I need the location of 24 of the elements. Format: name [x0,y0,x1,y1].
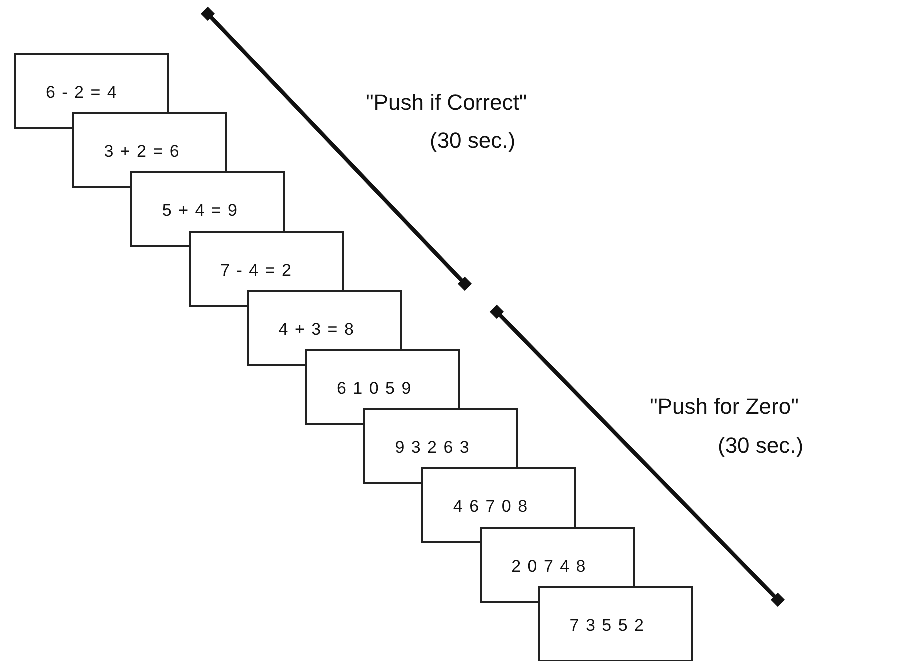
stimulus-card [72,112,228,172]
phase-label: (30 sec.) [718,433,804,459]
stimulus-text: 7 3 5 5 2 [570,616,645,636]
stimulus-card [363,408,518,468]
stimulus-text: 2 0 7 4 8 [512,556,587,577]
phase-label: "Push for Zero" [650,394,799,420]
stimulus-text: 7 - 4 = 2 [220,260,292,281]
phase-label: (30 sec.) [430,128,516,154]
stimulus-text: 5 + 4 = 9 [162,201,239,222]
stimulus-text: 6 - 2 = 4 [46,83,118,103]
stimulus-text: 9 3 2 6 3 [395,438,470,458]
stimulus-card [305,349,460,408]
phase-label: "Push if Correct" [366,90,528,116]
stimulus-text: 6 1 0 5 9 [337,379,412,399]
stimulus-card [130,171,286,231]
stimulus-card [538,586,693,661]
stimulus-text: 4 + 3 = 8 [278,320,355,340]
stimulus-card [421,467,576,527]
stimulus-text: 4 6 7 0 8 [453,497,529,518]
stimulus-text: 3 + 2 = 6 [104,142,180,162]
stimulus-card [480,526,635,586]
stimulus-card [246,290,402,349]
stimulus-card [14,53,169,112]
stimulus-card [188,230,344,290]
